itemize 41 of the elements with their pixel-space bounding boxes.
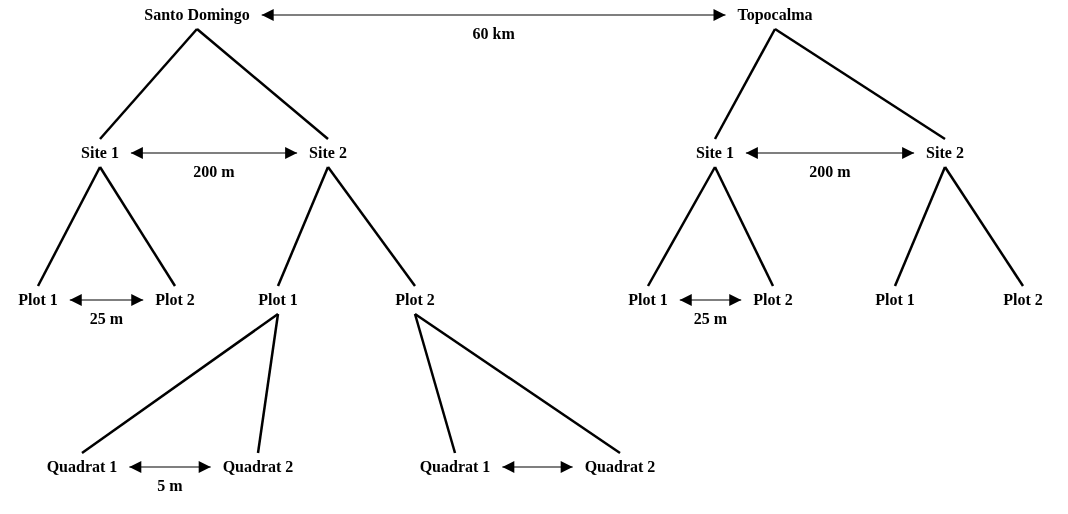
tree-line	[327, 166, 416, 287]
node-label: Site 1	[696, 144, 734, 161]
tree-line	[713, 28, 777, 140]
node-label: Topocalma	[737, 6, 813, 23]
tree-line	[99, 28, 198, 140]
tree-line	[413, 313, 457, 454]
distance-arrow	[261, 9, 727, 21]
tree-line	[414, 312, 621, 455]
distance-arrow	[69, 294, 144, 306]
tree-line	[98, 166, 177, 287]
distance-arrow	[130, 147, 298, 159]
tree-line	[196, 28, 329, 140]
node-label: Site 2	[926, 144, 964, 161]
distance-arrow	[679, 294, 742, 306]
node-label: Plot 1	[628, 291, 668, 308]
distance-arrow	[128, 461, 212, 473]
tree-line	[276, 166, 330, 287]
tree-line	[893, 166, 947, 287]
tree-line	[774, 27, 946, 141]
node-label: Site 2	[309, 144, 347, 161]
node-label: Plot 1	[18, 291, 58, 308]
node-label: Santo Domingo	[144, 6, 250, 23]
node-label: Plot 1	[258, 291, 298, 308]
tree-line	[36, 166, 102, 287]
node-label: Plot 1	[875, 291, 915, 308]
distance-arrow	[501, 461, 574, 473]
node-label: Site 1	[81, 144, 119, 161]
node-label: Plot 2	[395, 291, 435, 308]
tree-line	[943, 166, 1025, 287]
node-label: Quadrat 2	[222, 458, 294, 475]
distance-arrow	[745, 147, 915, 159]
tree-line	[256, 313, 280, 454]
tree-line	[646, 166, 717, 287]
node-label: Quadrat 1	[46, 458, 118, 475]
node-label: Plot 2	[1003, 291, 1043, 308]
node-label: Quadrat 2	[584, 458, 656, 475]
tree-line	[81, 313, 279, 454]
node-label: Plot 2	[155, 291, 195, 308]
node-label: Quadrat 1	[419, 458, 491, 475]
tree-line	[713, 166, 775, 287]
node-label: Plot 2	[753, 291, 793, 308]
